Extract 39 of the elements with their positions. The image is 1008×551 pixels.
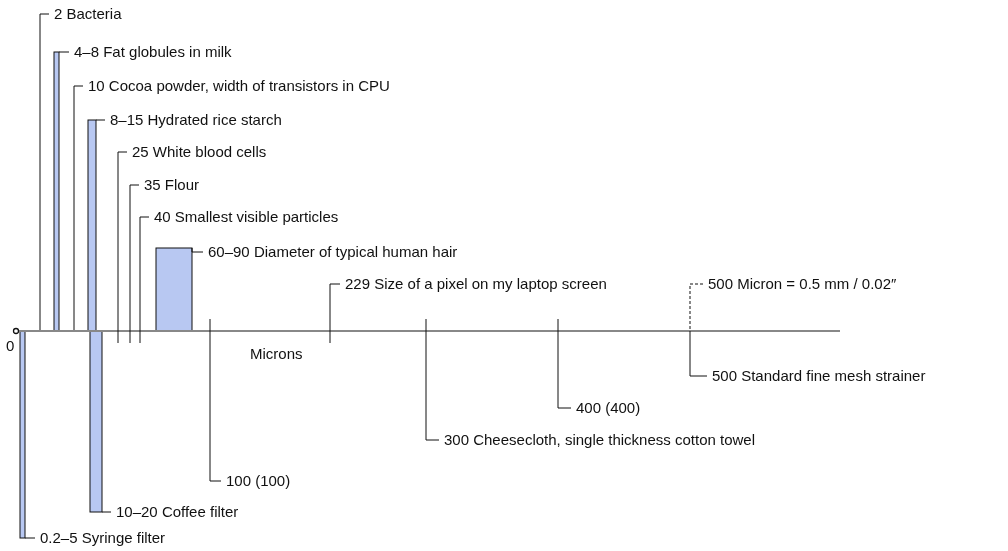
annotation-label: 25 White blood cells xyxy=(132,143,267,161)
range-bar xyxy=(19,330,26,539)
axis-zero-label: 0 xyxy=(6,337,15,355)
leader-line xyxy=(329,283,341,344)
range-bar xyxy=(53,51,60,332)
leader-line xyxy=(425,318,440,441)
leader-line xyxy=(24,537,36,539)
range-bar xyxy=(87,119,97,332)
range-bar xyxy=(89,330,103,513)
annotation-label: 8–15 Hydrated rice starch xyxy=(110,111,282,129)
leader-line xyxy=(209,318,222,482)
leader-line xyxy=(689,330,708,377)
leader-line xyxy=(117,151,128,344)
leader-line xyxy=(139,216,150,344)
leader-line xyxy=(101,511,112,513)
annotation-label: 400 (400) xyxy=(576,399,641,417)
annotation-label: 100 (100) xyxy=(226,472,291,490)
range-bar xyxy=(155,247,193,332)
annotation-label: 500 Micron = 0.5 mm / 0.02″ xyxy=(708,275,897,293)
leader-line xyxy=(58,51,70,53)
annotation-label: 300 Cheesecloth, single thickness cotton towel xyxy=(444,431,755,449)
annotation-label: 0.2–5 Syringe filter xyxy=(40,529,166,547)
annotation-label: 35 Flour xyxy=(144,176,200,194)
leader-line xyxy=(73,85,84,331)
leader-line xyxy=(95,119,106,121)
leader-line xyxy=(689,283,704,332)
leader-line xyxy=(191,247,204,253)
annotation-label: 60–90 Diameter of typical human hair xyxy=(208,243,458,261)
annotation-label: 500 Standard fine mesh strainer xyxy=(712,367,926,385)
annotation-label: 10 Cocoa powder, width of transistors in CPU xyxy=(88,77,390,95)
annotation-label: 10–20 Coffee filter xyxy=(116,503,239,521)
leader-line xyxy=(557,318,572,409)
annotation-label: 229 Size of a pixel on my laptop screen xyxy=(345,275,607,293)
leader-line xyxy=(129,184,140,344)
leader-line xyxy=(39,13,50,331)
annotation-label: 40 Smallest visible particles xyxy=(154,208,339,226)
annotation-label: 2 Bacteria xyxy=(54,5,122,23)
axis-unit-label: Microns xyxy=(250,345,303,363)
annotation-label: 4–8 Fat globules in milk xyxy=(74,43,232,61)
